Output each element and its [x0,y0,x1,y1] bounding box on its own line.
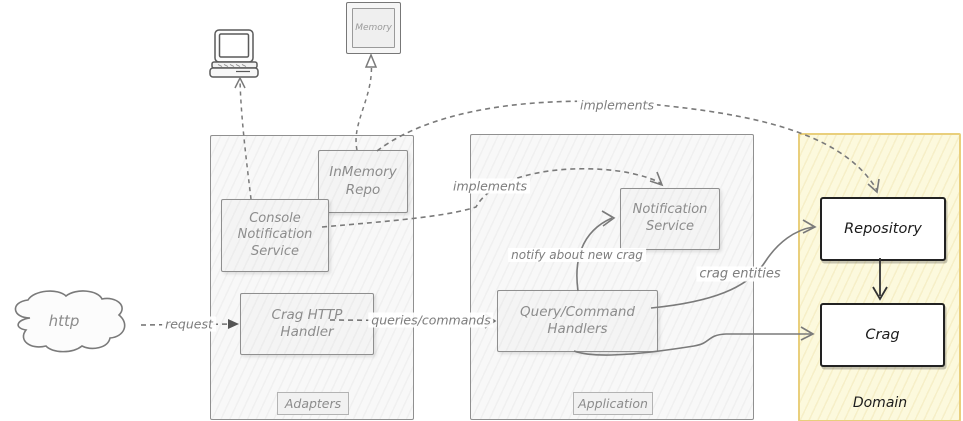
application-tag: Application [573,392,653,415]
http-cloud-label: http [48,312,80,330]
edge-label-notify-about-new-crag: notify about new crag [508,248,646,262]
edge-label-crag-entities: crag entities [696,266,784,282]
node-notification-service: Notification Service [620,188,720,250]
edge-label-implements-inner: implements [450,178,530,194]
edge-label-request: request [162,316,216,332]
memory-chip-icon: Memory [346,2,401,54]
node-crag-http-handler: Crag HTTP Handler [240,293,374,355]
node-inmemory-repo: InMemory Repo [318,150,408,213]
adapters-tag: Adapters [277,392,349,415]
edge-label-queries-commands: queries/commands [368,312,494,328]
node-crag: Crag [820,303,945,367]
edge-label-implements-top: implements [577,97,657,113]
domain-container [798,133,961,421]
laptop-icon [209,29,259,78]
memory-chip-label: Memory [352,8,395,48]
node-query-command-handlers: Query/Command Handlers [497,290,658,352]
domain-tag: Domain [852,395,908,411]
node-repository: Repository [820,197,946,261]
node-console-notification-service: Console Notification Service [221,199,329,272]
